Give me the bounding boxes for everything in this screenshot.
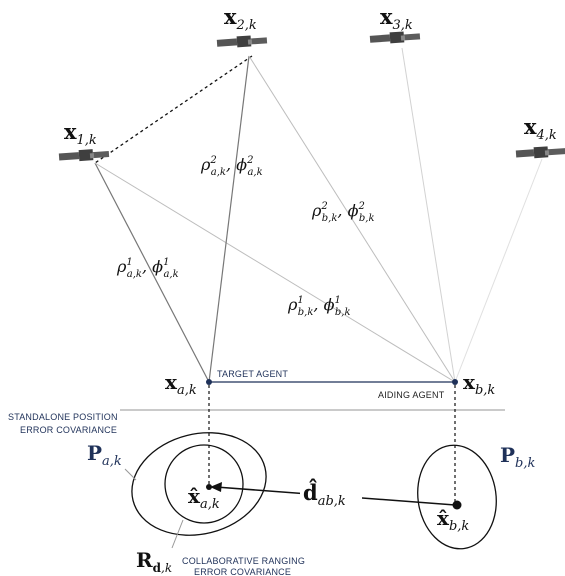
signal-line-1-b (94, 162, 456, 383)
satellite-icon (216, 35, 268, 48)
signal-line-1-a (94, 162, 210, 383)
displacement-label: d̂ab,k (303, 479, 346, 509)
estimate-a-label: x̂a,k (188, 484, 220, 512)
satellite-icon (58, 149, 110, 162)
vector-label-bg (300, 480, 362, 507)
target-agent-label: xa,k (165, 370, 197, 398)
aiding-agent-caption: AIDING AGENT (378, 390, 445, 400)
aiding-agent-label: xb,k (463, 370, 495, 398)
signal-lines (94, 47, 543, 383)
collaborative-covariance-circle (164, 444, 244, 524)
satellite-4-label: x4,k (524, 114, 557, 143)
collab-caption-line1: COLLABORATIVE RANGING (182, 556, 305, 566)
satellite-icon (515, 146, 565, 159)
estimate-b-point (452, 500, 462, 510)
estimate-a-point (206, 484, 212, 490)
estimate-b-label: x̂b,k (437, 506, 469, 534)
satellite-link-dashed (94, 55, 253, 164)
target-agent-marker (206, 379, 212, 385)
Pa-label: Pa,k (87, 441, 122, 469)
Pa-leader-line (124, 468, 137, 481)
aiding-agent-marker (452, 379, 458, 385)
Rd-leader-line (171, 519, 184, 549)
satellite-icon (369, 31, 421, 44)
Rd-label: Rd,k (136, 548, 172, 575)
standalone-covariance-ellipse-b (417, 444, 497, 550)
satellite-2-label: x2,k (224, 4, 257, 33)
signal-line-3-b (401, 47, 456, 383)
standalone-covariance-ellipse-a (131, 432, 267, 536)
displacement-arrowhead-icon (210, 482, 222, 492)
signal-line-4-b (454, 158, 543, 383)
standalone-caption-line1: STANDALONE POSITION (8, 412, 118, 422)
Pb-label: Pb,k (500, 443, 536, 471)
collab-caption-line2: ERROR COVARIANCE (194, 567, 291, 576)
standalone-caption-line2: ERROR COVARIANCE (20, 425, 117, 435)
target-agent-caption: TARGET AGENT (217, 369, 288, 379)
satellite-1-label: x1,k (64, 119, 97, 148)
signal-line-2-b (248, 55, 456, 383)
satellite-3-label: x3,k (380, 4, 413, 33)
signal-line-2-a (208, 55, 250, 383)
